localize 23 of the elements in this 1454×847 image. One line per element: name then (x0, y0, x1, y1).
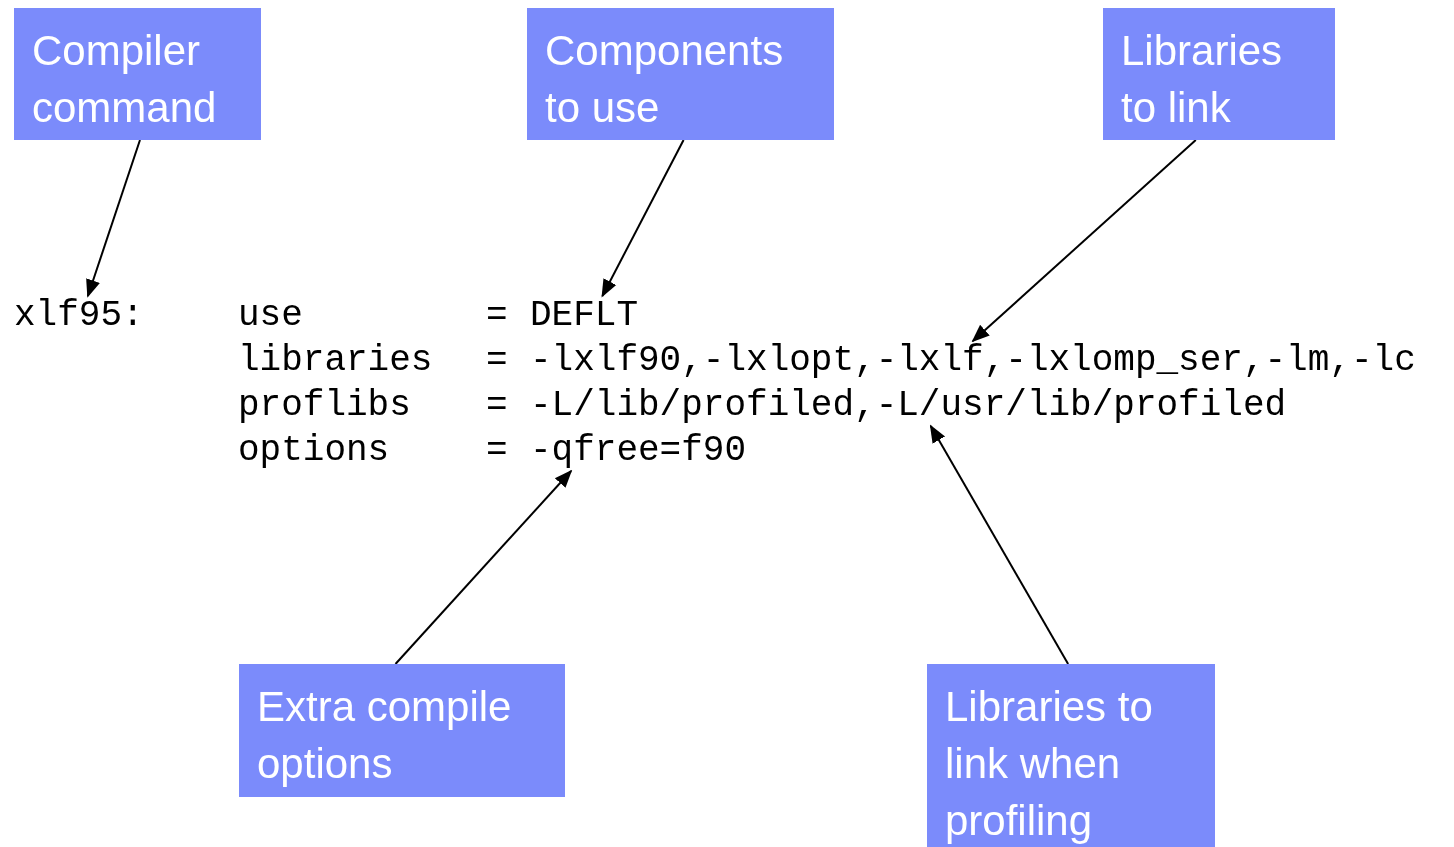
leader-arrow (394, 469, 573, 665)
leader-arrow (971, 139, 1197, 343)
leader-arrow (929, 424, 1070, 665)
setting-key: options (238, 431, 390, 471)
setting-value: -L/lib/profiled,-L/usr/lib/profiled (530, 386, 1287, 426)
equals-sign: = (486, 386, 508, 426)
leader-arrow (601, 139, 685, 298)
setting-key: use (238, 296, 303, 336)
command-name: xlf95: (14, 296, 144, 336)
leader-arrow (86, 139, 141, 298)
callout-box: Libraries to link when profiling (927, 664, 1215, 847)
equals-sign: = (486, 431, 508, 471)
setting-value: -qfree=f90 (530, 431, 747, 471)
equals-sign: = (486, 296, 508, 336)
setting-key: proflibs (238, 386, 411, 426)
setting-key: libraries (238, 341, 433, 381)
equals-sign: = (486, 341, 508, 381)
callout-box: Compiler command (14, 8, 261, 140)
callout-box: Components to use (527, 8, 834, 140)
setting-value: DEFLT (530, 296, 639, 336)
callout-box: Libraries to link (1103, 8, 1335, 140)
callout-box: Extra compile options (239, 664, 565, 797)
setting-value: -lxlf90,-lxlopt,-lxlf,-lxlomp_ser,-lm,-lc (530, 341, 1416, 381)
